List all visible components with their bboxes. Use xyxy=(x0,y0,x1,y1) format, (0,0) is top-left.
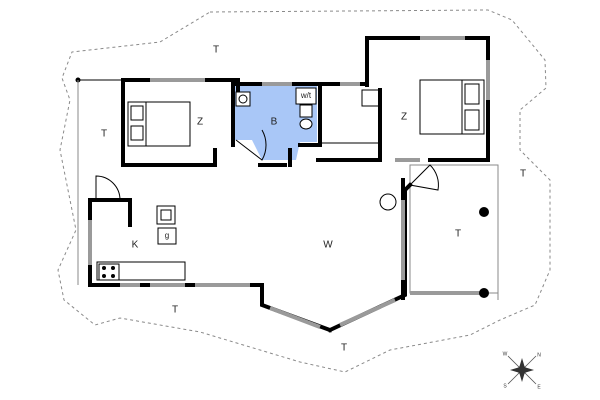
label-terrace-bottom-left: T xyxy=(172,305,178,316)
bathroom-fixtures xyxy=(235,87,317,130)
label-terrace-left: T xyxy=(101,129,107,140)
compass-w: W xyxy=(503,351,508,357)
bed-right xyxy=(419,79,485,135)
compass-s: S xyxy=(503,383,507,389)
label-terrace-right-inner: T xyxy=(455,229,461,240)
terrace-post-bottom xyxy=(479,288,489,298)
kitchen-sink xyxy=(156,205,176,225)
walls xyxy=(88,36,490,333)
label-terrace-bottom: T xyxy=(341,343,347,354)
label-kitchen-g: g xyxy=(165,231,169,240)
entrance-door xyxy=(95,175,121,201)
bathroom-door xyxy=(235,129,267,161)
stove xyxy=(98,263,120,281)
fridge xyxy=(157,227,177,245)
plot-boundary xyxy=(57,9,551,373)
label-bedroom-left: Z xyxy=(197,117,203,128)
label-living: W xyxy=(323,240,333,251)
windows xyxy=(88,36,490,329)
label-bedroom-right: Z xyxy=(401,112,407,123)
label-bathroom: B xyxy=(271,117,278,128)
kitchen-counter xyxy=(96,261,186,281)
round-fixture xyxy=(379,193,397,211)
corridor-fixtures xyxy=(322,89,381,144)
terrace-post-top xyxy=(479,207,489,217)
compass-icon: N S E W xyxy=(503,351,542,390)
compass-e: E xyxy=(537,384,541,390)
terrace-door xyxy=(408,164,439,191)
label-terrace-top: T xyxy=(213,45,219,56)
label-terrace-right-outer: T xyxy=(520,169,526,180)
compass-n: N xyxy=(537,352,541,358)
bed-left xyxy=(127,101,191,147)
label-wc: w/t xyxy=(300,91,312,100)
label-kitchen: K xyxy=(132,240,139,251)
